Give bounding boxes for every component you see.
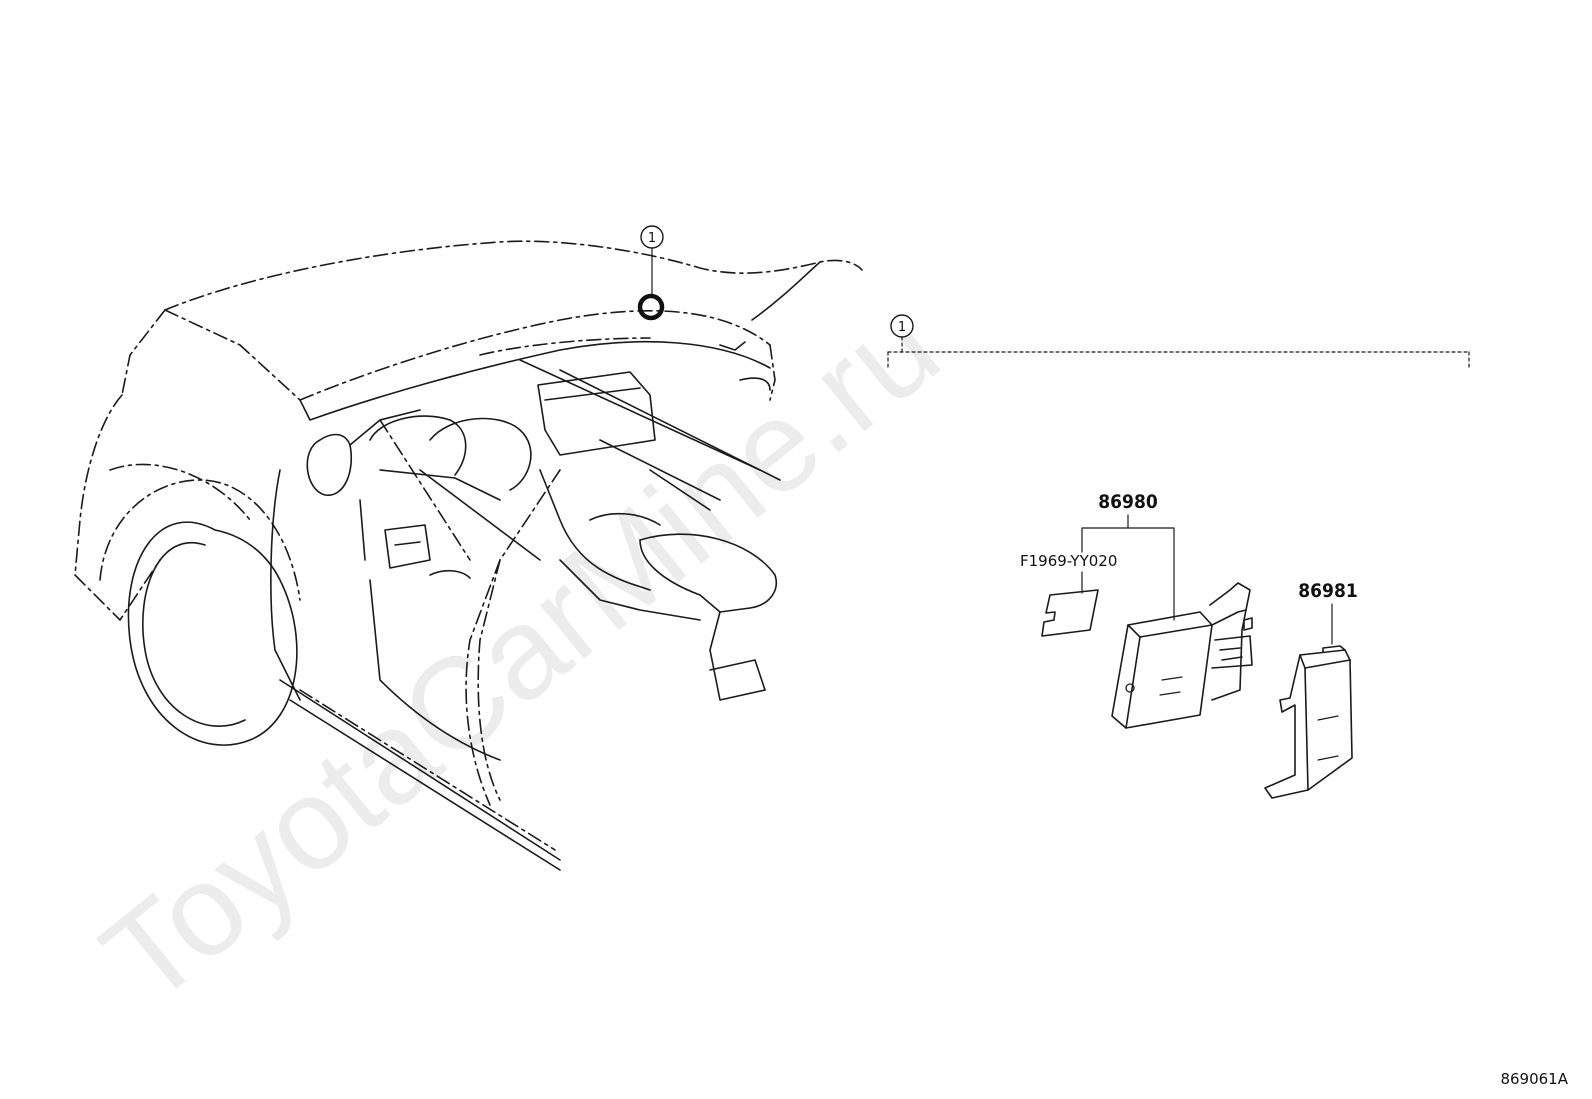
- part-label-F1969-YY020: F1969-YY020: [1020, 552, 1117, 570]
- vehicle-interior-illustration: [74, 240, 863, 871]
- part-cover-86981: [1264, 645, 1353, 799]
- part-label-86981: 86981: [1298, 580, 1357, 602]
- part-module-86980: [1111, 582, 1253, 729]
- part-plate-F1969-YY020: [1041, 589, 1099, 637]
- callout-1-group-label: 1: [898, 320, 906, 335]
- callout-1-dashboard: 1: [637, 225, 665, 321]
- location-marker: [637, 293, 665, 321]
- watermark: ToyotaCarMine.ru: [76, 273, 965, 1032]
- callout-1-label: 1: [648, 231, 656, 246]
- figure-id: 869061A: [1500, 1070, 1568, 1088]
- callout-1-bracket: 1: [887, 314, 1470, 368]
- part-label-86980: 86980: [1098, 491, 1158, 513]
- leader-86980: [1081, 514, 1175, 621]
